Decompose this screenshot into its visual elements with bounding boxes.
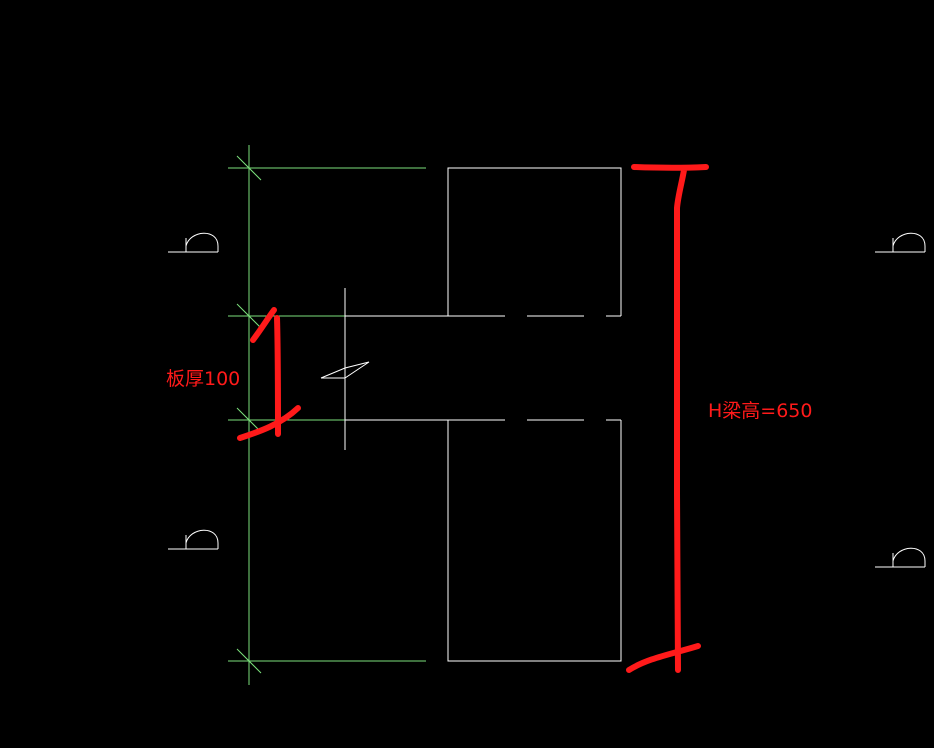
tick-beam-top bbox=[236, 155, 262, 181]
dimension-lines bbox=[228, 145, 426, 685]
beam-outline-upper bbox=[447, 167, 622, 316]
level-symbol-right-lower bbox=[875, 547, 926, 568]
markup-beam-height-bracket bbox=[626, 164, 709, 673]
beam-outline-lower bbox=[447, 420, 622, 662]
beam-height-label: H梁高=650 bbox=[708, 400, 812, 422]
beam-section bbox=[320, 167, 622, 662]
level-symbol-left-lower bbox=[168, 529, 219, 550]
level-symbols bbox=[168, 232, 926, 568]
level-symbol-left-upper bbox=[168, 232, 219, 253]
tick-slab-bottom bbox=[236, 407, 262, 433]
tick-beam-bottom bbox=[236, 648, 262, 674]
red-markup bbox=[237, 164, 709, 673]
markup-slab-thickness-bracket bbox=[237, 307, 301, 441]
break-line-zigzag bbox=[320, 361, 370, 379]
slab-thickness-label: 板厚100 bbox=[166, 368, 240, 390]
tick-slab-top bbox=[236, 303, 262, 329]
level-symbol-right-upper bbox=[875, 232, 926, 253]
